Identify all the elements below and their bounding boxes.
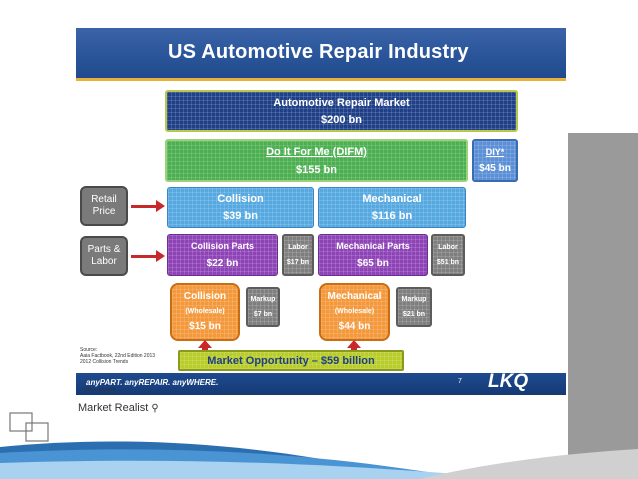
collision-wholesale-label: Collision (183, 291, 227, 302)
collision-labor-box: Labor $17 bn (282, 234, 314, 276)
wave-light (0, 460, 520, 479)
collision-parts-value: $22 bn (206, 258, 239, 269)
retail-price-label: Retail Price (80, 186, 128, 226)
mechanical-value: $116 bn (371, 210, 413, 222)
source-note: Source: Aaia Factbook, 22nd Edition 2013… (80, 347, 156, 365)
parts-arrow-line (131, 255, 157, 258)
collision-labor-label: Labor (288, 244, 308, 251)
parts-arrow-icon (156, 250, 165, 262)
footer-tagline: anyPART. anyREPAIR. anyWHERE. (86, 378, 219, 387)
mechanical-label: Mechanical (362, 193, 422, 205)
mechanical-markup-value: $21 bn (402, 311, 426, 318)
bottom-wave-decoration (0, 412, 638, 479)
collision-parts-box: Collision Parts $22 bn (167, 234, 278, 276)
difm-box: Do It For Me (DIFM) $155 bn (165, 139, 468, 182)
mechanical-box: Mechanical $116 bn (318, 187, 466, 228)
mechanical-markup-label: Markup (401, 296, 427, 303)
mechanical-wholesale-label: Mechanical (327, 291, 382, 302)
collision-box: Collision $39 bn (167, 187, 314, 228)
market-opportunity-text: Market Opportunity – $59 billion (207, 355, 375, 367)
market-opportunity-bar: Market Opportunity – $59 billion (178, 350, 404, 371)
title-bar: US Automotive Repair Industry (76, 28, 566, 81)
collision-markup-box: Markup $7 bn (246, 287, 280, 327)
wave-grey (420, 449, 638, 479)
mechanical-wholesale-value: $44 bn (338, 321, 371, 332)
market-realist-brand: Market Realist ⚲ (78, 402, 159, 414)
collision-markup-label: Markup (250, 296, 276, 303)
corner-square-icon (9, 412, 33, 432)
grey-side-panel (568, 133, 638, 479)
mechanical-markup-box: Markup $21 bn (396, 287, 432, 327)
mechanical-wholesale-box: Mechanical (Wholesale) $44 bn (319, 283, 390, 341)
collision-wholesale-box: Collision (Wholesale) $15 bn (170, 283, 240, 341)
slide-title: US Automotive Repair Industry (168, 41, 469, 63)
up-arrow-right-stem (351, 347, 357, 352)
market-value: $200 bn (321, 114, 362, 126)
diy-footnote: * Do It Yourself (82, 387, 116, 393)
mechanical-wholesale-sub: (Wholesale) (334, 308, 375, 315)
page-number: 7 (458, 378, 462, 385)
collision-parts-label: Collision Parts (190, 241, 254, 251)
retail-arrow-line (131, 205, 157, 208)
up-arrow-right-icon (347, 340, 361, 348)
mechanical-labor-label: Labor (438, 244, 458, 251)
up-arrow-left-stem (202, 347, 208, 352)
mechanical-parts-box: Mechanical Parts $65 bn (318, 234, 428, 276)
diy-box: DIY* $45 bn (472, 139, 518, 182)
collision-markup-value: $7 bn (253, 311, 273, 318)
mechanical-parts-label: Mechanical Parts (336, 241, 410, 251)
collision-wholesale-sub: (Wholesale) (185, 308, 225, 315)
mechanical-labor-value: $51 bn (436, 259, 460, 266)
collision-wholesale-value: $15 bn (189, 321, 221, 332)
diy-label: DIY* (485, 147, 505, 157)
difm-value: $155 bn (296, 164, 337, 176)
parts-labor-label: Parts & Labor (80, 236, 128, 276)
footer-bar: anyPART. anyREPAIR. anyWHERE. 7 (76, 373, 566, 395)
collision-label: Collision (217, 193, 264, 205)
corner-square-icon-2 (25, 422, 49, 442)
mechanical-parts-value: $65 bn (357, 258, 389, 269)
difm-label: Do It For Me (DIFM) (266, 146, 367, 158)
retail-arrow-icon (156, 200, 165, 212)
market-box: Automotive Repair Market $200 bn (165, 90, 518, 132)
mechanical-labor-box: Labor $51 bn (431, 234, 465, 276)
market-label: Automotive Repair Market (273, 97, 410, 109)
diy-value: $45 bn (479, 163, 511, 174)
up-arrow-left-icon (198, 340, 212, 348)
collision-labor-value: $17 bn (286, 259, 310, 266)
collision-value: $39 bn (223, 210, 258, 222)
lkq-logo: LKQ (488, 371, 529, 392)
magnifier-icon: ⚲ (151, 403, 159, 414)
